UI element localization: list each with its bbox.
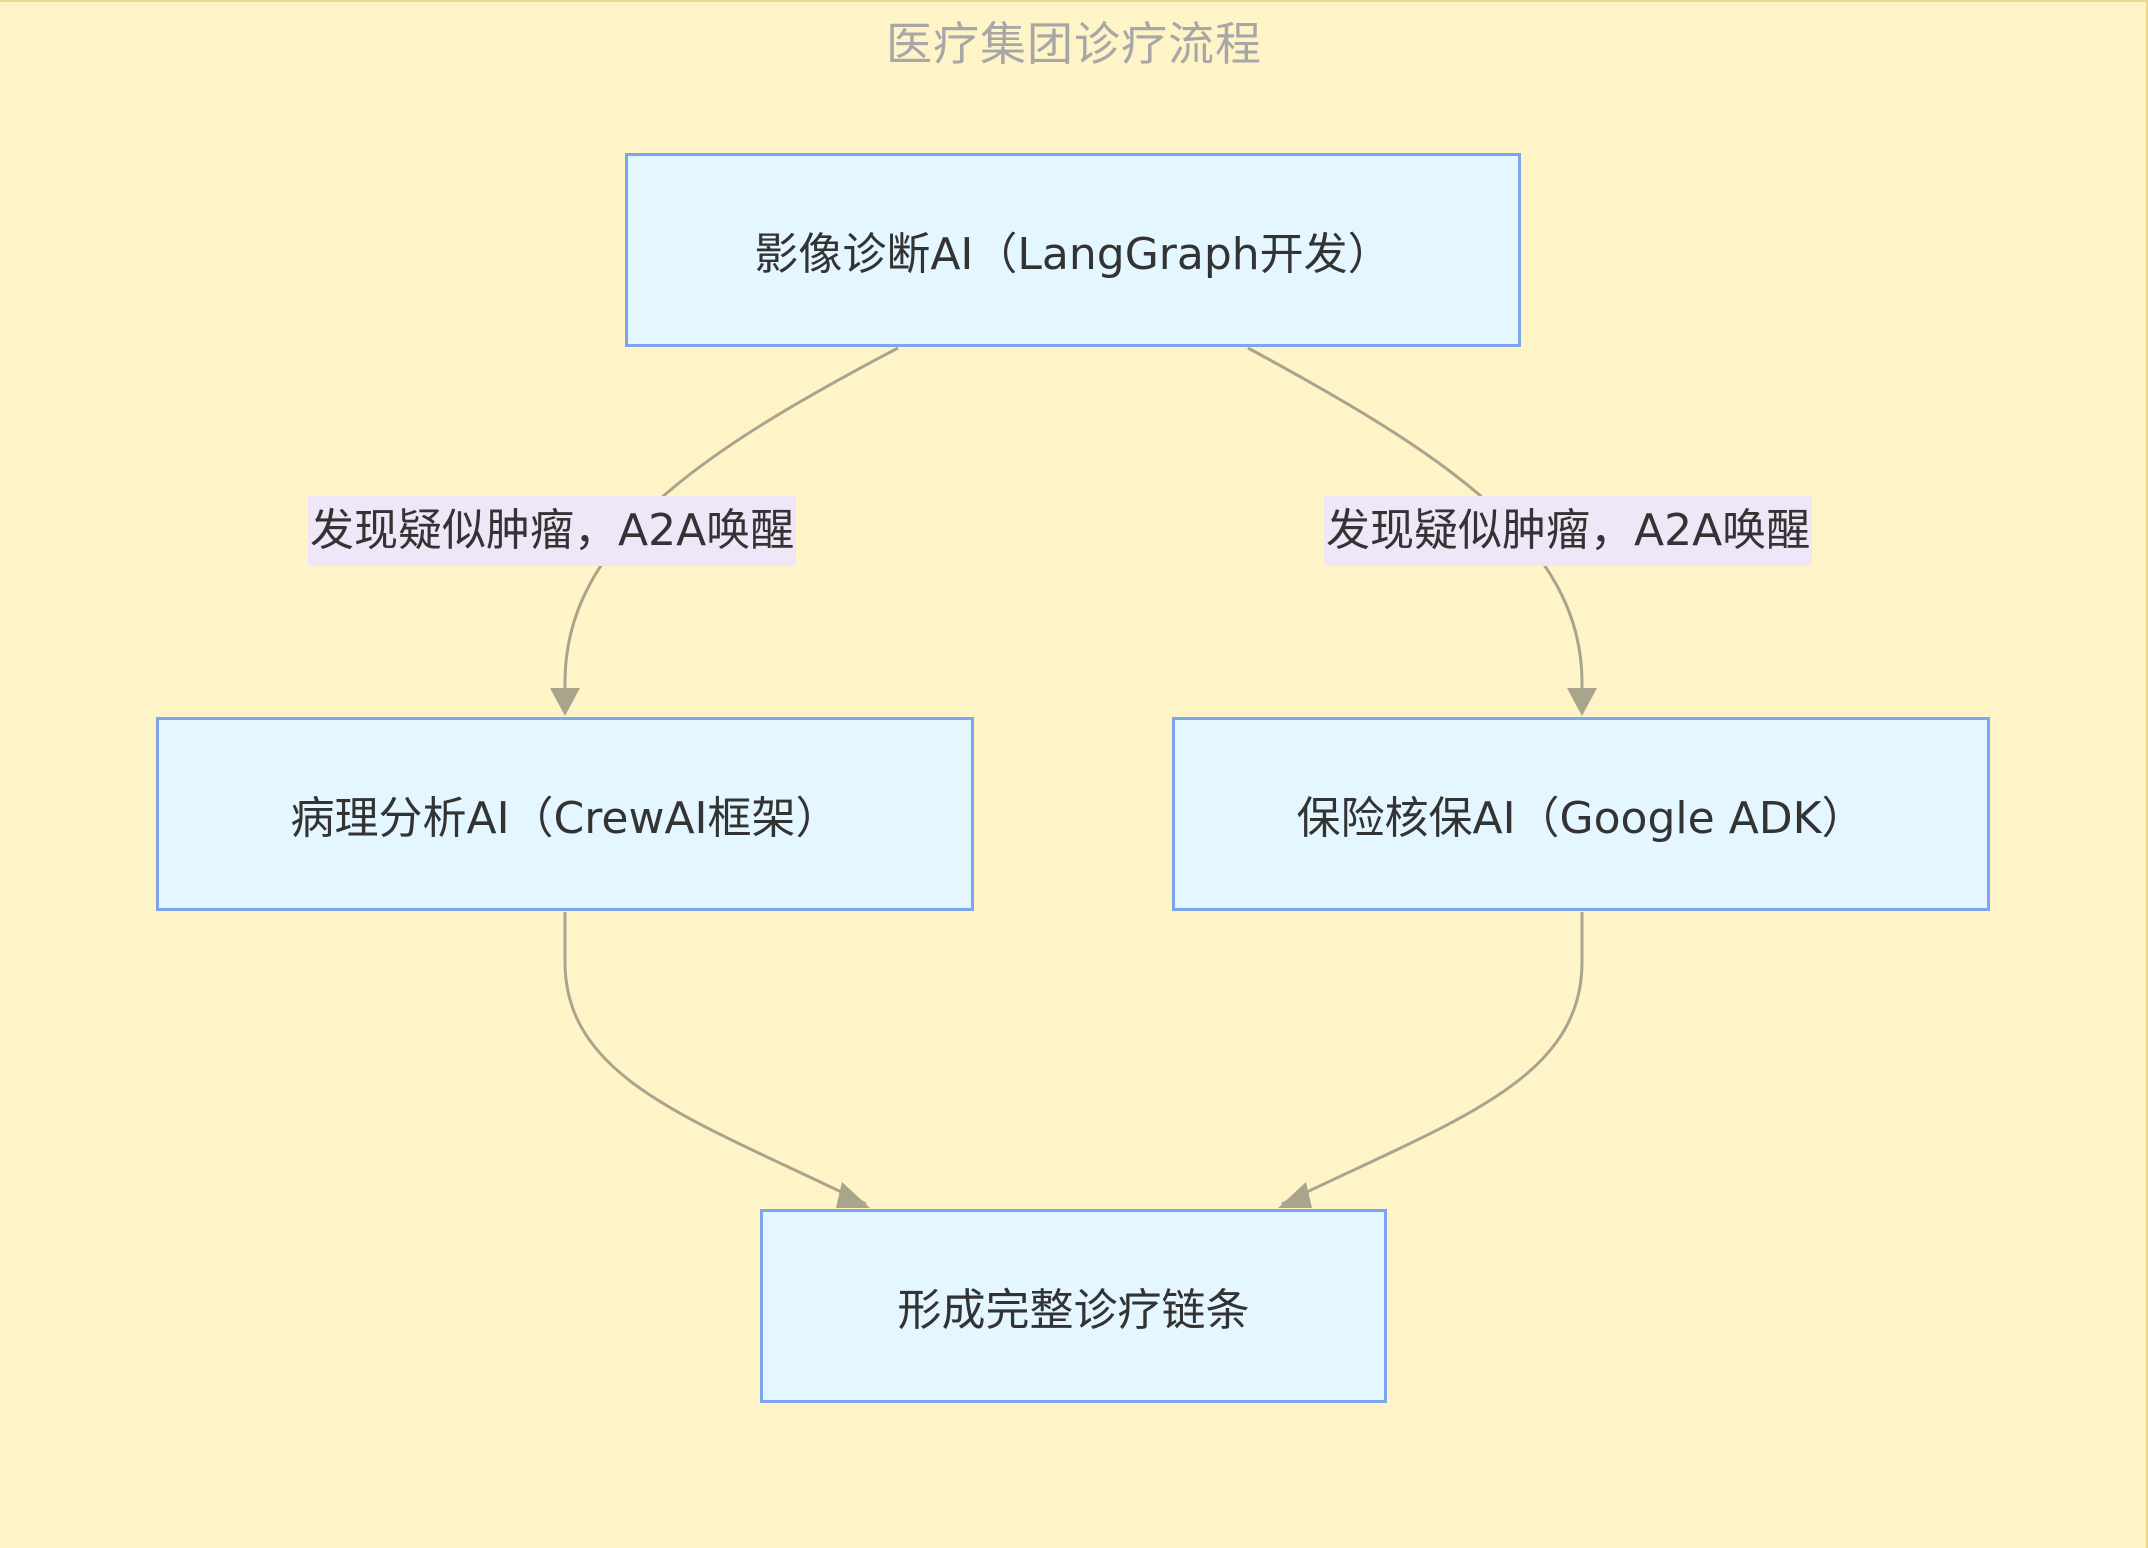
edge-label-to-pathology: 发现疑似肿瘤，A2A唤醒 bbox=[308, 496, 797, 566]
edge-pathology-to-result bbox=[563, 912, 867, 1206]
arrowhead-result-right bbox=[1278, 1182, 1312, 1208]
arrowhead-insurance bbox=[1567, 688, 1597, 716]
node-insurance-ai-label: 保险核保AI（Google ADK） bbox=[1296, 793, 1866, 844]
edge-label-to-insurance: 发现疑似肿瘤，A2A唤醒 bbox=[1324, 496, 1813, 566]
edge-label-to-pathology-text: 发现疑似肿瘤，A2A唤醒 bbox=[310, 505, 795, 556]
node-result-label: 形成完整诊疗链条 bbox=[897, 1285, 1250, 1336]
arrowhead-pathology bbox=[550, 688, 580, 716]
node-imaging-ai: 影像诊断AI（LangGraph开发） bbox=[625, 153, 1521, 347]
arrowhead-result-left bbox=[836, 1182, 870, 1208]
node-insurance-ai: 保险核保AI（Google ADK） bbox=[1172, 717, 1990, 911]
node-pathology-ai: 病理分析AI（CrewAI框架） bbox=[156, 717, 974, 911]
node-pathology-ai-label: 病理分析AI（CrewAI框架） bbox=[290, 793, 840, 844]
edge-label-to-insurance-text: 发现疑似肿瘤，A2A唤醒 bbox=[1326, 505, 1811, 556]
edge-insurance-to-result bbox=[1281, 912, 1584, 1206]
diagram-title: 医疗集团诊疗流程 bbox=[886, 17, 1262, 71]
node-result: 形成完整诊疗链条 bbox=[760, 1209, 1387, 1403]
node-imaging-ai-label: 影像诊断AI（LangGraph开发） bbox=[754, 229, 1392, 280]
